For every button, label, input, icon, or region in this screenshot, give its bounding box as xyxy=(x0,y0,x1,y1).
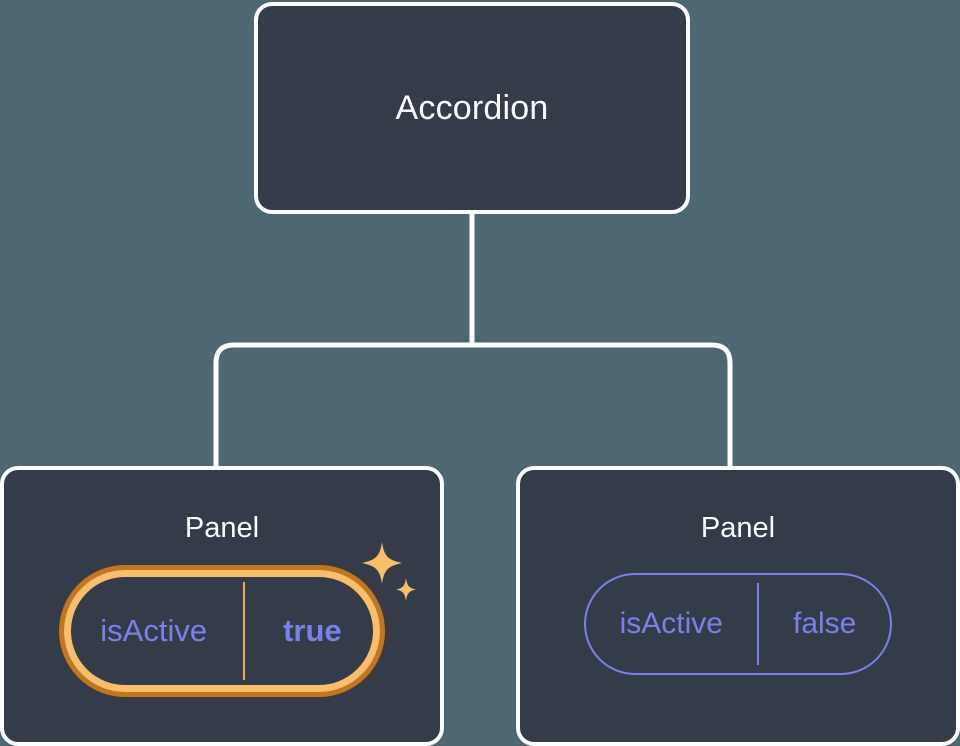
node-panel-left[interactable]: Panel isActive true xyxy=(0,466,444,746)
prop-key: isActive xyxy=(100,613,208,648)
prop-divider xyxy=(243,582,246,680)
prop-key: isActive xyxy=(619,607,723,640)
node-panel-left-title: Panel xyxy=(184,512,260,544)
node-panel-right[interactable]: Panel isActive false xyxy=(516,466,960,746)
sparkle-small-icon xyxy=(396,578,416,601)
prop-divider xyxy=(756,583,759,665)
prop-pill-isactive-true[interactable]: isActive true xyxy=(59,565,385,697)
node-accordion-title: Accordion xyxy=(395,89,549,127)
edge-bracket xyxy=(213,342,733,470)
node-accordion[interactable]: Accordion xyxy=(254,2,690,214)
prop-pill-isactive-false[interactable]: isActive false xyxy=(583,573,893,675)
node-panel-right-title: Panel xyxy=(700,512,776,544)
prop-value: true xyxy=(283,613,342,648)
prop-value: false xyxy=(792,607,857,640)
